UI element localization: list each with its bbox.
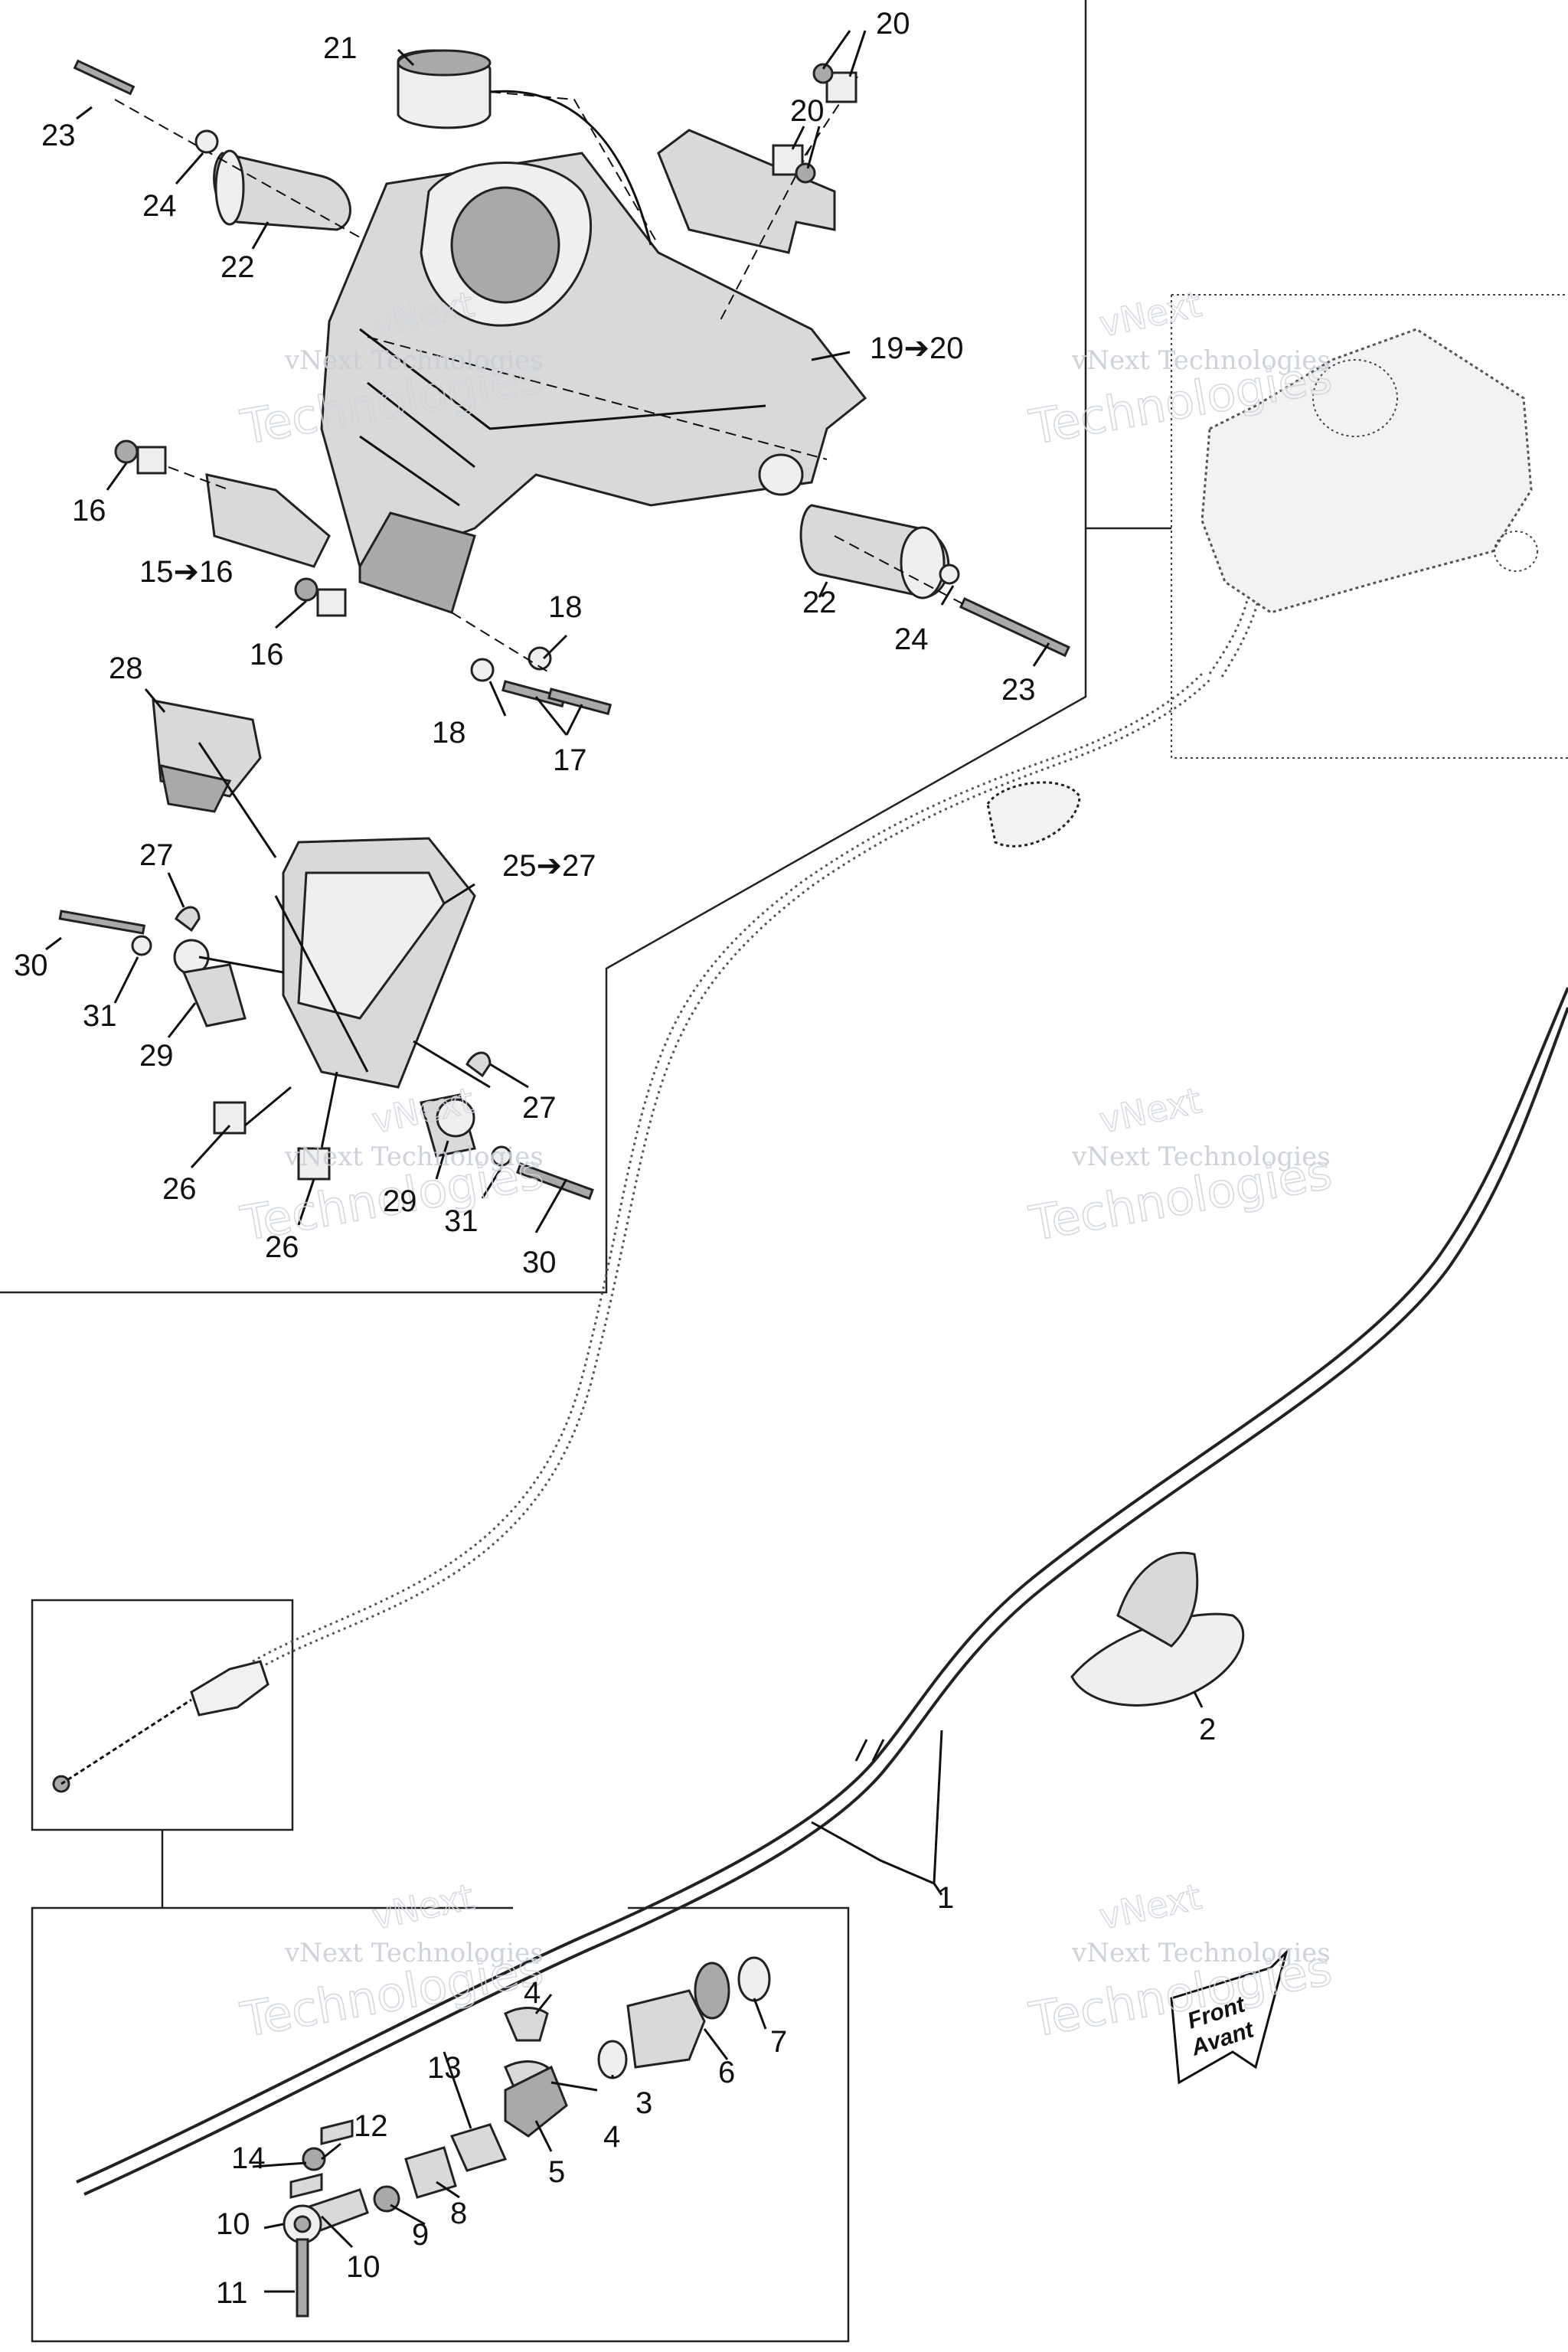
callout-21: 21 bbox=[323, 31, 358, 65]
svg-text:vNext Technologies: vNext Technologies bbox=[284, 345, 544, 376]
svg-text:vNext Technologies: vNext Technologies bbox=[1071, 1938, 1331, 1968]
callout-27: 27 bbox=[139, 838, 174, 872]
svg-text:vNext Technologies: vNext Technologies bbox=[284, 1938, 544, 1968]
callout-29: 29 bbox=[383, 1184, 417, 1218]
callout-31: 31 bbox=[83, 999, 117, 1033]
callout-23: 23 bbox=[41, 119, 76, 152]
svg-text:vNext Technologies: vNext Technologies bbox=[1071, 1142, 1331, 1172]
callout-4: 4 bbox=[603, 2120, 620, 2154]
callout-26: 26 bbox=[162, 1172, 197, 1206]
svg-text:vNext: vNext bbox=[1096, 1876, 1205, 1938]
callout-30: 30 bbox=[14, 949, 48, 982]
callout-11: 11 bbox=[216, 2276, 248, 2310]
svg-text:vNext Technologies: vNext Technologies bbox=[284, 1142, 544, 1172]
small-hardware bbox=[114, 63, 858, 716]
callout-20: 20 bbox=[876, 7, 910, 41]
callout-3: 3 bbox=[635, 2086, 652, 2120]
callout-27: 27 bbox=[522, 1091, 557, 1125]
callout-18: 18 bbox=[432, 716, 466, 750]
parts-upper-left bbox=[73, 49, 1070, 658]
shifter-assembly-25 bbox=[58, 699, 594, 1200]
callout-16: 16 bbox=[250, 638, 284, 671]
leader-lines bbox=[45, 30, 1204, 2293]
callout-22: 22 bbox=[802, 586, 837, 619]
callout-16: 16 bbox=[72, 494, 106, 528]
svg-text:vNext: vNext bbox=[1096, 283, 1205, 345]
assembly-arrows bbox=[198, 90, 652, 1149]
callout-28: 28 bbox=[109, 652, 143, 685]
callout-20: 20 bbox=[790, 94, 825, 128]
svg-text:vNext: vNext bbox=[1096, 1080, 1205, 1142]
callout-labels: 21 20 20 23 24 22 19➔20 16 15➔16 16 18 1… bbox=[14, 7, 1216, 2310]
callout-14: 14 bbox=[231, 2141, 266, 2175]
callout-15-16: 15➔16 bbox=[139, 555, 234, 589]
callout-23: 23 bbox=[1001, 673, 1036, 707]
callout-24: 24 bbox=[142, 189, 177, 223]
callout-19-20: 19➔20 bbox=[870, 332, 964, 365]
callout-18: 18 bbox=[548, 590, 583, 624]
callout-9: 9 bbox=[412, 2218, 429, 2252]
callout-25-27: 25➔27 bbox=[502, 849, 596, 883]
callout-7: 7 bbox=[770, 2025, 787, 2059]
callout-10: 10 bbox=[216, 2207, 250, 2241]
callout-8: 8 bbox=[450, 2197, 467, 2230]
watermark-3: vNext vNext Technologies Technologies bbox=[236, 1079, 547, 1252]
callout-17: 17 bbox=[553, 743, 587, 777]
callout-29: 29 bbox=[139, 1039, 174, 1073]
watermark-6: vNext vNext Technologies Technologies bbox=[1024, 1875, 1336, 2048]
callout-24: 24 bbox=[894, 622, 929, 656]
callout-30: 30 bbox=[522, 1246, 557, 1279]
callout-1: 1 bbox=[937, 1881, 954, 1915]
callout-2: 2 bbox=[1199, 1713, 1216, 1746]
callout-5: 5 bbox=[548, 2155, 565, 2189]
console-housing-19 bbox=[320, 76, 867, 614]
watermark-4: vNext vNext Technologies Technologies bbox=[1024, 1079, 1336, 1252]
front-direction-badge: Front Avant bbox=[1170, 1948, 1289, 2085]
callout-12: 12 bbox=[354, 2109, 388, 2143]
cable-boot-2 bbox=[986, 781, 1245, 1707]
watermark-5: vNext vNext Technologies Technologies bbox=[236, 1875, 547, 2048]
callout-6: 6 bbox=[718, 2056, 735, 2089]
callout-13: 13 bbox=[427, 2051, 462, 2085]
inset-assembly-right bbox=[1200, 328, 1538, 614]
callout-31: 31 bbox=[444, 1204, 479, 1238]
callout-4: 4 bbox=[524, 1976, 541, 2010]
callout-10: 10 bbox=[346, 2250, 381, 2284]
shift-cable bbox=[76, 987, 1568, 2184]
cable-routing bbox=[76, 596, 1568, 2196]
svg-text:vNext: vNext bbox=[368, 1876, 478, 1938]
cable-end-hardware bbox=[283, 1956, 771, 2318]
svg-text:vNext Technologies: vNext Technologies bbox=[1071, 345, 1331, 376]
callout-22: 22 bbox=[220, 250, 255, 284]
inset-assembly-left bbox=[52, 1660, 270, 1793]
callout-26: 26 bbox=[265, 1230, 299, 1264]
